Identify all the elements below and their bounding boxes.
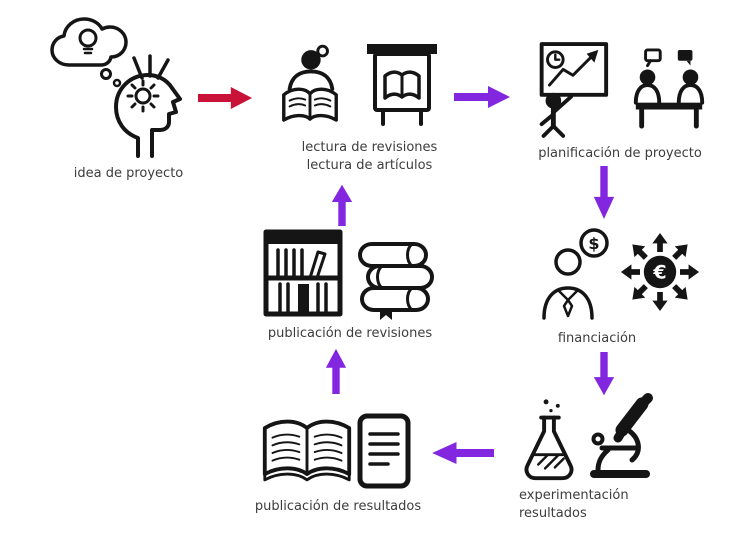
label-publicacion-revisiones: publicación de revisiones: [255, 325, 445, 343]
label-text: publicación de revisiones: [267, 326, 433, 341]
label-idea-de-proyecto: idea de proyecto: [36, 165, 221, 183]
thought-cloud-lightbulb-icon: [44, 8, 136, 88]
microscope-icon: [584, 392, 660, 484]
creative-head-icon: [106, 52, 190, 160]
label-text: idea de proyecto: [73, 166, 184, 181]
label-text: publicación de resultados: [254, 499, 422, 514]
arrow-publicacion-revisiones-to-lectura: [330, 184, 354, 226]
label-text: planificación de proyecto: [538, 146, 702, 161]
arrow-lectura-to-planificacion: [454, 84, 512, 110]
svg-text:$: $: [588, 234, 599, 253]
arrow-planificacion-to-financiacion: [592, 166, 616, 220]
arrow-experimentacion-to-publicacion-resultados: [430, 440, 494, 466]
lectern-book-icon: [358, 40, 446, 132]
arrow-publicacion-resultados-to-publicacion-revisiones: [324, 348, 348, 394]
label-publicacion-resultados: publicación de resultados: [243, 498, 433, 516]
label-text-line1: experimentación: [519, 488, 629, 503]
label-lectura: lectura de revisiones lectura de artícul…: [272, 139, 467, 175]
label-text-line2: lectura de artículos: [306, 158, 433, 173]
arrow-financiacion-to-experimentacion: [592, 352, 616, 396]
label-text: financiación: [557, 331, 637, 346]
bookshelf-icon: [262, 228, 344, 318]
book-stack-icon: [348, 236, 440, 320]
label-financiacion: financiación: [512, 330, 682, 348]
label-text-line2: resultados: [519, 506, 587, 521]
euro-spread-icon: €: [620, 232, 700, 312]
label-planificacion: planificación de proyecto: [515, 145, 725, 163]
presentation-chart-icon: [526, 38, 612, 138]
flask-icon: [518, 396, 580, 486]
investor-dollar-icon: $: [536, 226, 614, 322]
person-reading-icon: [276, 44, 344, 132]
ereader-icon: [356, 412, 412, 490]
label-text-line1: lectura de revisiones: [301, 140, 438, 155]
open-book-icon: [260, 416, 354, 490]
label-experimentacion: experimentación resultados: [519, 487, 679, 523]
arrow-idea-to-lectura: [198, 85, 254, 111]
svg-text:€: €: [652, 262, 666, 284]
team-meeting-icon: [624, 48, 714, 130]
